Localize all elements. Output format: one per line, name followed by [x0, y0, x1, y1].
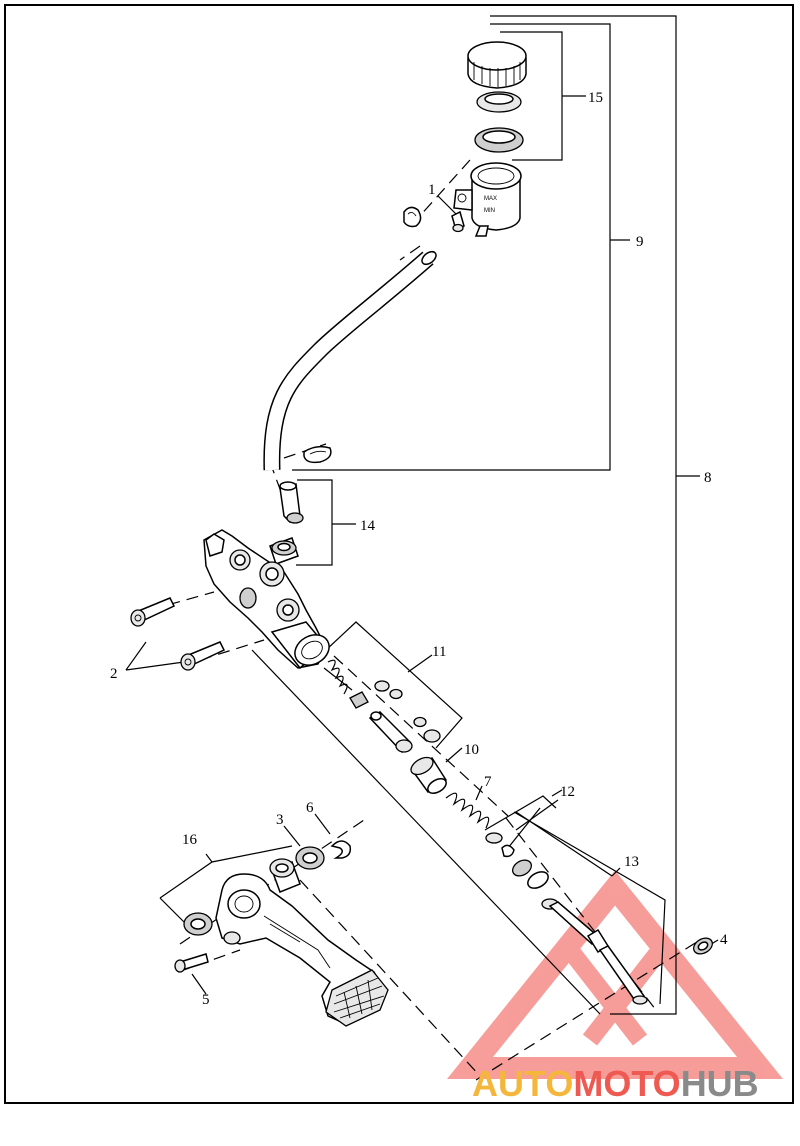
callout-1: 1 [428, 182, 436, 198]
callout-4: 4 [720, 932, 728, 948]
part-15-reservoir-cap-assembly [467, 41, 527, 153]
part-2-mounting-bolt-upper [130, 597, 176, 627]
reservoir-hose [263, 250, 437, 471]
piston-seal-b [413, 716, 441, 743]
callout-9: 9 [636, 234, 644, 250]
piston-spring [323, 659, 353, 695]
reservoir-min-mark: MIN [484, 208, 495, 214]
piston-seal-a [374, 680, 403, 700]
callout-5: 5 [202, 992, 210, 1008]
triangle-inner-right [582, 944, 668, 1046]
part-3-bushing [295, 846, 325, 870]
pedal-bushing-lower [183, 912, 213, 936]
part-12-washer-circlip [485, 832, 549, 889]
drawing-frame [4, 4, 794, 1104]
leader-lines [125, 15, 719, 1015]
callout-14: 14 [360, 518, 376, 534]
pedal-bushing-upper [269, 858, 301, 893]
part-7-return-spring [445, 792, 490, 829]
callout-3: 3 [276, 812, 284, 828]
callout-12: 12 [560, 784, 575, 800]
triangle-outer [447, 870, 783, 1079]
piston [368, 711, 413, 754]
part-11-piston-kit [323, 659, 441, 754]
watermark-auto: AUTO [472, 1063, 573, 1104]
reservoir-diaphragm [476, 91, 522, 113]
watermark-text: AUTOMOTOHUB [472, 1063, 759, 1104]
fluid-reservoir: MAX MIN [453, 162, 522, 237]
piston-cup [349, 691, 369, 709]
callout-6: 6 [306, 800, 314, 816]
brake-pedal-lever [215, 873, 389, 1027]
callout-7: 7 [484, 774, 492, 790]
part-4-pedal-washer [693, 937, 713, 955]
part-16-pedal-bushing-set [183, 858, 301, 936]
callout-15: 15 [588, 90, 603, 106]
watermark-moto: MOTO [573, 1063, 680, 1104]
part-5-pedal-pivot-bolt [174, 953, 209, 973]
pedal-tread [325, 969, 389, 1027]
callout-8: 8 [704, 470, 712, 486]
callout-10: 10 [464, 742, 479, 758]
callout-labels: 1 2 3 4 5 6 7 8 9 10 11 12 13 14 15 16 [110, 90, 728, 1008]
part-10-retainer [410, 756, 448, 794]
master-cylinder-body [203, 529, 330, 670]
part-14-hose-fitting [269, 481, 304, 565]
part-6-retaining-clip [330, 840, 352, 859]
watermark-triangle-logo [447, 870, 783, 1079]
hose-clamp-upper [403, 206, 422, 228]
callout-11: 11 [432, 644, 446, 660]
reservoir-max-mark: MAX [484, 196, 497, 202]
callout-16: 16 [182, 832, 198, 848]
reservoir-seal [474, 127, 524, 153]
part-1-reservoir-screw [451, 210, 465, 233]
watermark-hub: HUB [681, 1063, 759, 1104]
hose-fitting-seal [269, 537, 299, 565]
callout-2: 2 [110, 666, 118, 682]
triangle-inner-left [562, 944, 648, 1046]
hose-clamp-lower [303, 445, 332, 464]
part-2-mounting-bolt-lower [180, 641, 226, 671]
part-13-push-rod [541, 898, 648, 1005]
callout-13: 13 [624, 854, 639, 870]
watermark-wordmark: AUTOMOTOHUB [472, 1063, 759, 1104]
reservoir-cap [467, 41, 527, 89]
